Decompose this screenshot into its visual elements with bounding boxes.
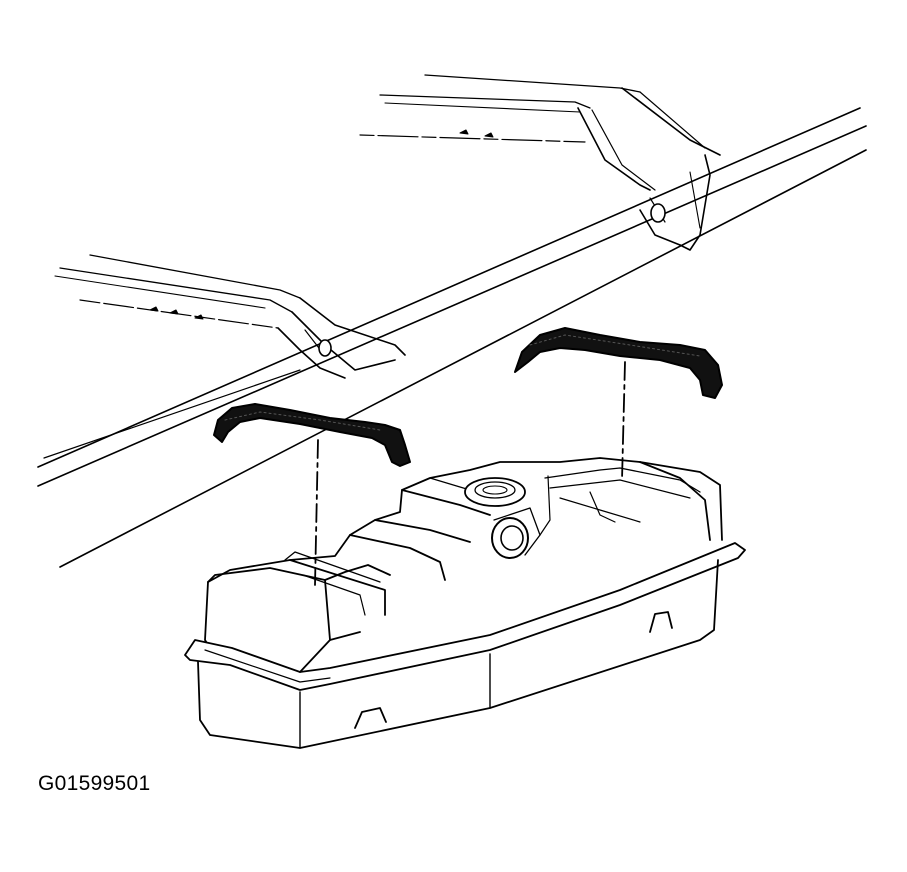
frame-rail	[37, 107, 867, 568]
fuel-tank-strap-right	[514, 327, 723, 399]
figure-reference-code: G01599501	[38, 772, 151, 795]
crossmember-front	[54, 254, 406, 379]
fuel-tank-strap-left	[213, 403, 411, 467]
crossmember-rear	[359, 74, 721, 251]
fuel-tank	[184, 457, 746, 749]
